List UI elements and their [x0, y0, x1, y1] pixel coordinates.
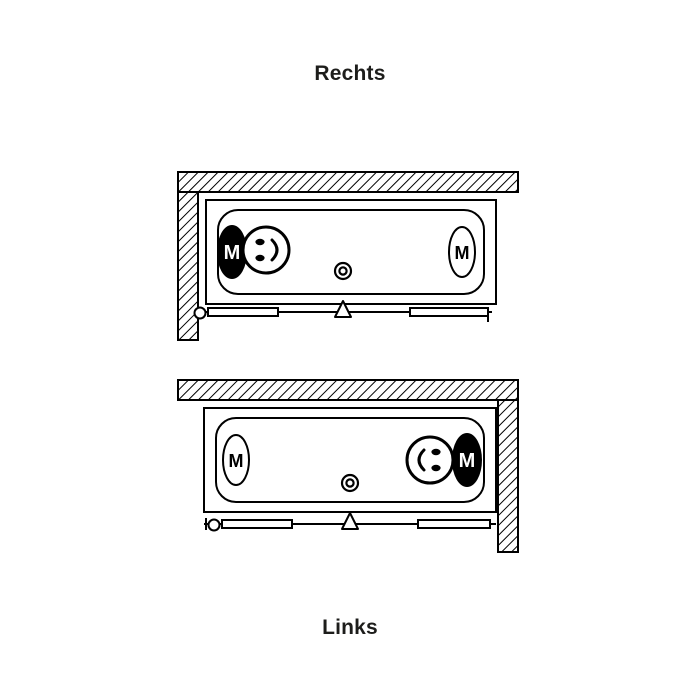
- door-track: [193, 306, 492, 322]
- headrest-marker-left: [217, 225, 247, 279]
- face-icon: [241, 225, 291, 275]
- title-rechts: Rechts: [314, 62, 386, 85]
- face-eye-icon: [255, 238, 265, 246]
- wall-top-left: [177, 171, 519, 341]
- face-icon: [405, 435, 455, 485]
- drain-icon: [333, 261, 353, 281]
- face-smile-icon: [417, 448, 426, 472]
- title-links: Links: [322, 616, 378, 639]
- marker-label-right: M: [459, 450, 476, 472]
- face-eye-icon: [255, 254, 265, 262]
- headrest-marker-right: [448, 226, 476, 278]
- diagram-rechts: M M: [177, 171, 519, 341]
- face-smile-icon: [270, 238, 279, 262]
- marker-label-left: M: [224, 242, 241, 264]
- marker-label-right: M: [455, 243, 470, 263]
- headrest-marker-left: [222, 434, 250, 486]
- track-roller-icon: [207, 518, 221, 532]
- center-marker-triangle: [341, 512, 359, 530]
- wall-top-right: [177, 379, 519, 553]
- drain-icon: [340, 473, 360, 493]
- face-eye-icon: [431, 448, 441, 456]
- face-eye-icon: [431, 464, 441, 472]
- marker-label-left: M: [229, 451, 244, 471]
- headrest-marker-right: [452, 433, 482, 487]
- diagram-links: M M: [177, 379, 519, 553]
- center-marker-triangle: [334, 300, 352, 318]
- track-roller-icon: [193, 306, 207, 320]
